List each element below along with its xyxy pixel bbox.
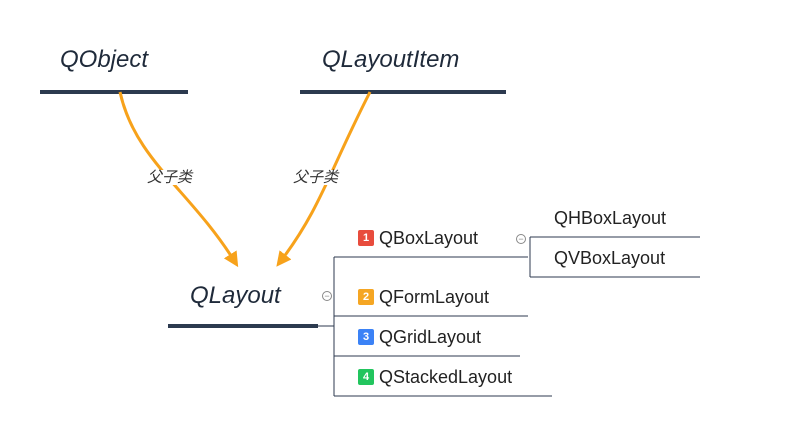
grandchild-node-qvboxlayout[interactable]: QVBoxLayout xyxy=(554,248,666,268)
child-label: QBoxLayout xyxy=(379,228,479,248)
number-badge-4: 4 xyxy=(358,369,374,385)
edge-label-qlayoutitem: 父子类 xyxy=(292,169,340,186)
number-badge-1: 1 xyxy=(358,230,374,246)
child-node-qstackedlayout[interactable]: 4 QStackedLayout xyxy=(358,368,512,386)
child-label: QStackedLayout xyxy=(379,367,513,387)
number-badge-3: 3 xyxy=(358,329,374,345)
grandchild-node-qhboxlayout[interactable]: QHBoxLayout xyxy=(554,208,667,228)
parent-node-qlayoutitem[interactable]: QLayoutItem xyxy=(322,46,460,73)
child-label: QGridLayout xyxy=(379,327,482,347)
number-badge-2: 2 xyxy=(358,289,374,305)
edge-label-qobject: 父子类 xyxy=(146,169,194,186)
arrow-qlayoutitem-to-qlayout xyxy=(276,91,372,267)
collapse-icon[interactable]: − xyxy=(516,234,526,244)
collapse-icon[interactable]: − xyxy=(322,291,332,301)
parent-node-qobject[interactable]: QObject xyxy=(60,46,149,73)
child-node-qformlayout[interactable]: 2 QFormLayout xyxy=(358,288,489,306)
child-label: QFormLayout xyxy=(379,287,490,307)
root-node-qlayout[interactable]: QLayout xyxy=(190,282,281,309)
child-node-qboxlayout[interactable]: 1 QBoxLayout xyxy=(358,229,478,247)
child-node-qgridlayout[interactable]: 3 QGridLayout xyxy=(358,328,481,346)
